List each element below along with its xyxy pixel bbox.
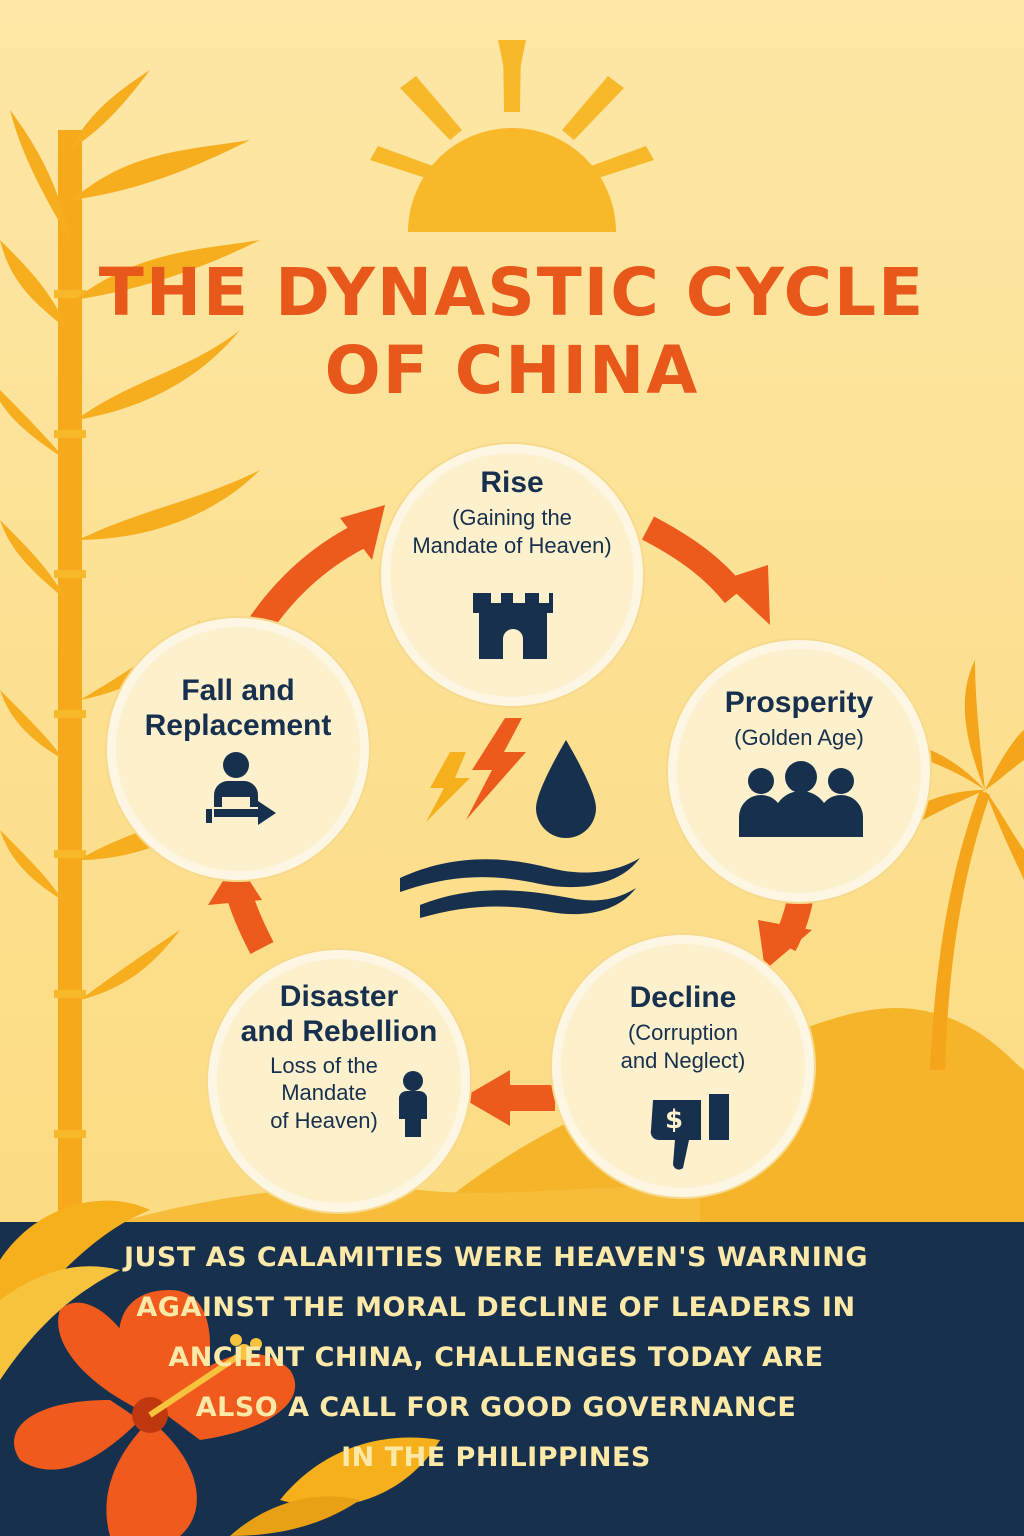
fall-title-line1: Fall and xyxy=(181,674,295,707)
decline-title: Decline xyxy=(629,981,737,1014)
person-icon xyxy=(399,1071,427,1137)
message-line3: ANCIENT CHINA, CHALLENGES TODAY ARE xyxy=(168,1342,824,1373)
fall-title-line2: Replacement xyxy=(144,709,332,743)
person-arrow-icon xyxy=(206,752,276,825)
cycle-node-disaster: Disaster and Rebellion Loss of the Manda… xyxy=(208,950,470,1212)
disaster-subtitle-line3: of Heaven) xyxy=(270,1107,378,1133)
message-line1: JUST AS CALAMITIES WERE HEAVEN'S WARNING xyxy=(123,1242,869,1273)
cycle-node-rise: Rise (Gaining the Mandate of Heaven) xyxy=(381,444,643,706)
arrowhead-rise-to-prosperity xyxy=(722,565,770,625)
disaster-title-line1: Disaster xyxy=(279,980,399,1013)
page-title-line2: OF CHINA xyxy=(324,332,700,409)
bamboo-icon xyxy=(0,70,260,1240)
water-drop-icon xyxy=(536,740,596,838)
decline-subtitle-line2: and Neglect) xyxy=(620,1047,746,1073)
prosperity-subtitle: (Golden Age) xyxy=(734,725,864,751)
disaster-title-line2: and Rebellion xyxy=(240,1015,438,1049)
cycle-node-decline: Decline (Corruption and Neglect) $ xyxy=(552,935,814,1197)
rise-title: Rise xyxy=(480,466,544,499)
cycle-node-prosperity: Prosperity (Golden Age) xyxy=(668,640,930,902)
arrowhead-disaster-to-fall xyxy=(208,860,262,905)
message-line4: ALSO A CALL FOR GOOD GOVERNANCE xyxy=(195,1392,797,1423)
arrowhead-decline-to-disaster xyxy=(462,1070,510,1126)
decline-subtitle-line1: (Corruption xyxy=(627,1020,739,1046)
cycle-node-fall: Fall and Replacement xyxy=(107,618,369,880)
disaster-subtitle-line2: Mandate xyxy=(281,1080,367,1106)
people-group-icon xyxy=(739,761,863,837)
hibiscus-flower-icon xyxy=(0,1200,440,1536)
sun-icon xyxy=(370,40,654,232)
arrow-rise-to-prosperity xyxy=(641,516,746,604)
arrowhead-fall-to-rise xyxy=(340,505,385,560)
castle-icon xyxy=(473,593,553,659)
svg-text:$: $ xyxy=(665,1105,683,1135)
disaster-subtitle-line1: Loss of the xyxy=(270,1052,378,1078)
rise-subtitle-line2: Mandate of Heaven) xyxy=(412,532,612,558)
money-thumbs-down-icon: $ xyxy=(650,1094,729,1170)
waves-icon xyxy=(400,858,640,918)
page-title-line1: THE DYNASTIC CYCLE xyxy=(98,254,926,331)
message-line2: AGAINST THE MORAL DECLINE OF LEADERS IN xyxy=(136,1292,856,1323)
rise-subtitle-line1: (Gaining the xyxy=(452,505,572,531)
arrow-fall-to-rise xyxy=(247,520,374,636)
prosperity-title: Prosperity xyxy=(724,686,874,719)
arrowhead-prosperity-to-decline xyxy=(758,920,812,970)
message-line5: IN THE PHILIPPINES xyxy=(341,1442,651,1473)
lightning-icon xyxy=(426,718,526,822)
